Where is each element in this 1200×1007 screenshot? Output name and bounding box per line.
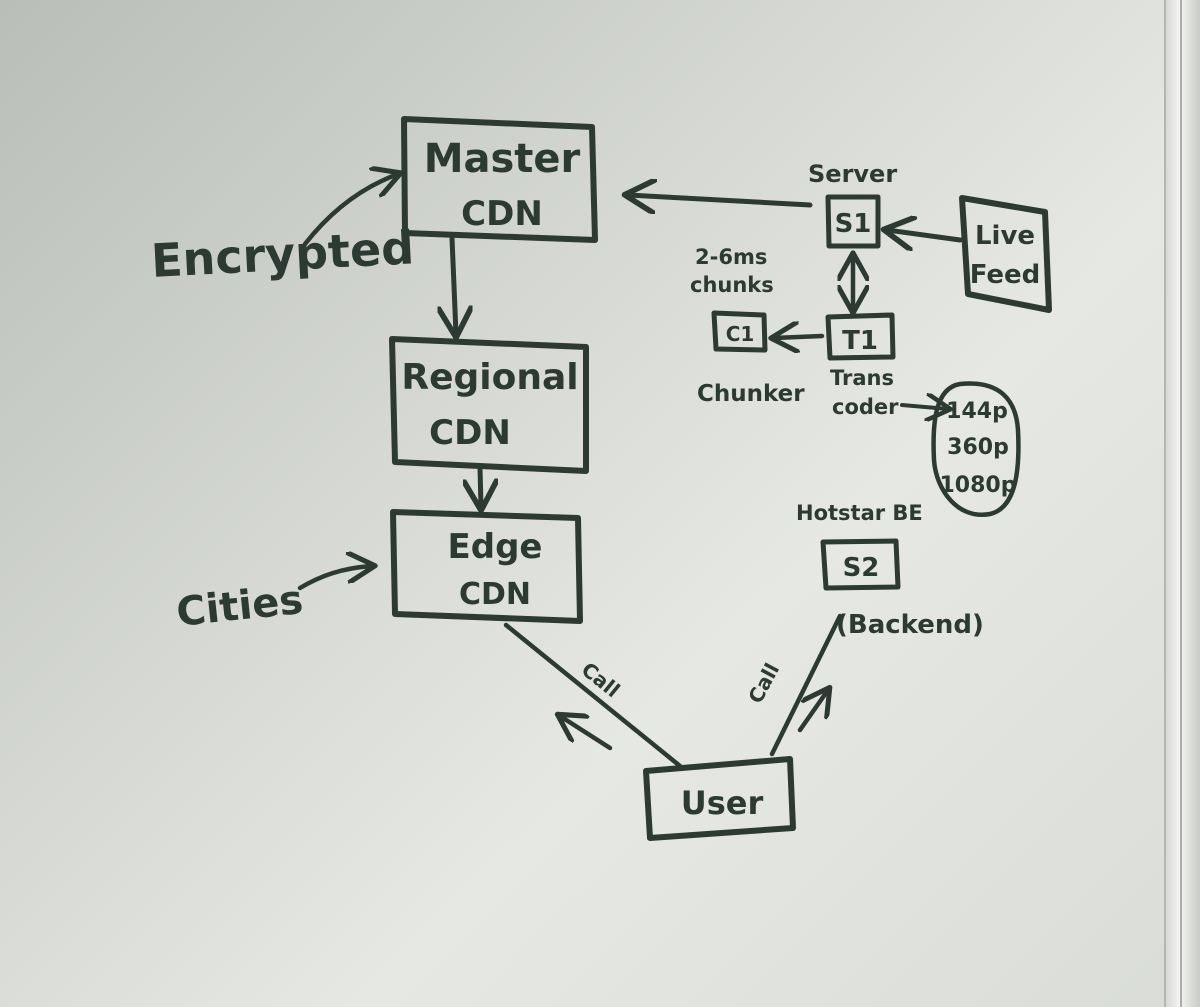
transcoder-label-line1: Trans bbox=[830, 366, 894, 390]
edge-cdn-title: Edge bbox=[448, 527, 543, 567]
s1-label: S1 bbox=[835, 209, 872, 239]
master-cdn-title: Master bbox=[424, 136, 581, 182]
transcoder-to-resolutions-arrow bbox=[900, 405, 948, 409]
master-cdn-box: Master CDN bbox=[401, 116, 598, 243]
cities-arrow bbox=[297, 566, 372, 591]
c1-box: C1 bbox=[711, 310, 768, 353]
regional-cdn-box: Regional CDN bbox=[389, 336, 589, 474]
user-label: User bbox=[681, 784, 764, 822]
t1-label: T1 bbox=[842, 326, 878, 356]
chunk-size-label-line1: 2-6ms bbox=[695, 245, 767, 269]
call-edge-label: Call bbox=[577, 657, 625, 702]
live-feed-box: Live Feed bbox=[959, 195, 1052, 313]
s2-box: S2 bbox=[820, 538, 901, 591]
edge-cdn-subtitle: CDN bbox=[459, 577, 531, 612]
transcoder-label-line2: coder bbox=[832, 395, 899, 419]
resolution-item: 360p bbox=[947, 435, 1009, 460]
master-to-regional-arrow bbox=[452, 235, 456, 334]
live-feed-subtitle: Feed bbox=[970, 260, 1041, 290]
encrypted-arrow bbox=[302, 174, 398, 247]
regional-cdn-subtitle: CDN bbox=[429, 413, 511, 453]
resolution-item: 144p bbox=[946, 399, 1008, 424]
t1-to-c1-arrow bbox=[774, 336, 825, 338]
resolutions-group: 144p 360p 1080p bbox=[931, 381, 1021, 517]
s1-to-master-arrow bbox=[628, 195, 813, 205]
s1-box: S1 bbox=[825, 194, 881, 249]
edge-cdn-box: Edge CDN bbox=[390, 509, 583, 624]
encrypted-label: Encrypted bbox=[150, 220, 416, 288]
chunk-size-label-line2: chunks bbox=[690, 273, 774, 297]
server-label: Server bbox=[808, 160, 897, 188]
whiteboard-frame bbox=[1164, 0, 1200, 1007]
user-to-edge-direction-arrow bbox=[560, 716, 613, 751]
c1-label: C1 bbox=[726, 322, 755, 346]
user-box: User bbox=[643, 756, 796, 841]
regional-to-edge-arrow bbox=[480, 465, 481, 507]
live-feed-title: Live bbox=[975, 221, 1035, 251]
backend-label: (Backend) bbox=[836, 610, 984, 640]
live-feed-to-s1-arrow bbox=[887, 230, 963, 240]
user-to-s2-direction-arrow bbox=[797, 690, 828, 733]
chunker-label: Chunker bbox=[697, 381, 805, 407]
hotstar-be-label: Hotstar BE bbox=[796, 501, 923, 525]
resolution-item: 1080p bbox=[940, 473, 1017, 498]
cities-label: Cities bbox=[174, 577, 305, 636]
regional-cdn-title: Regional bbox=[401, 357, 578, 398]
call-backend-label: Call bbox=[743, 659, 784, 707]
s2-label: S2 bbox=[843, 553, 880, 583]
t1-box: T1 bbox=[825, 312, 896, 361]
master-cdn-subtitle: CDN bbox=[461, 194, 543, 234]
user-to-s2-line bbox=[769, 613, 843, 757]
user-to-edge-line bbox=[503, 622, 683, 769]
